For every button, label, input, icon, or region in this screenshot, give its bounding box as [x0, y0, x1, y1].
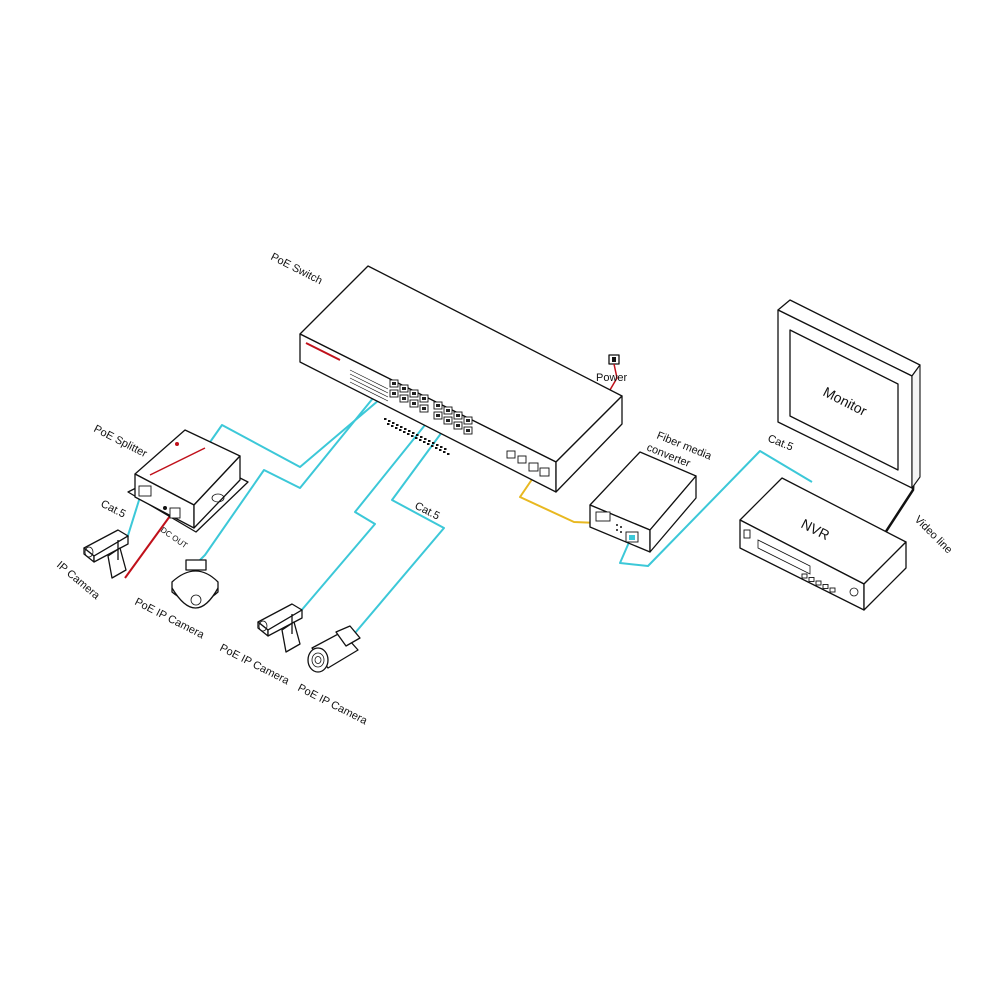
switch-port-jack [412, 402, 416, 405]
cat5-label-left: Cat.5 [99, 498, 128, 521]
poe-splitter-label: PoE Splitter [92, 423, 150, 460]
switch-port-jack [402, 397, 406, 400]
nvr-buttons [801, 573, 836, 593]
nvr-front-button [801, 573, 808, 579]
switch-port-jack [422, 397, 426, 400]
led-dot [387, 423, 390, 425]
switch-port-jack [422, 407, 426, 410]
nvr-front-button [822, 584, 829, 589]
led-dot [416, 434, 419, 436]
led-dot [403, 431, 406, 433]
led-indicator-row [384, 418, 450, 455]
dome-camera-icon [171, 559, 219, 609]
led-dot [399, 429, 402, 431]
switch-port-jack [412, 392, 416, 395]
led-dot [400, 426, 403, 428]
switch-port-jack [446, 409, 450, 412]
cat5-cable-bullet-camera [354, 431, 445, 634]
led-dot [420, 436, 423, 438]
cat5-label-right: Cat.5 [766, 433, 795, 454]
switch-ports [389, 379, 473, 435]
fiber-cable [519, 471, 599, 524]
led-dot [428, 440, 431, 442]
dc-power-cable [124, 515, 171, 579]
led-dot [443, 451, 446, 453]
nvr-front-button [829, 587, 836, 593]
led-dot [408, 430, 411, 432]
cat5-cable-splitter [207, 393, 387, 468]
switch-port-jack [456, 424, 460, 427]
cables-layer [124, 391, 919, 634]
led-dot [395, 427, 398, 429]
switch-port-jack [436, 414, 440, 417]
led-dot [412, 432, 415, 434]
splitter-device-icon [127, 429, 249, 533]
switch-port-jack [392, 382, 396, 385]
media-converter-icon [589, 451, 697, 553]
led-dot [419, 439, 422, 441]
led-dot [444, 448, 447, 450]
nvr-device-icon [739, 477, 907, 611]
led-dot [392, 422, 395, 424]
switch-port-jack [446, 419, 450, 422]
cat5-cable-dome-camera [197, 391, 379, 563]
switch-device-icon [299, 265, 623, 493]
switch-port-jack [392, 392, 396, 395]
switch-port-jack [466, 429, 470, 432]
poe-switch-label: PoE Switch [269, 251, 325, 287]
led-dot [384, 418, 387, 420]
led-dot [388, 420, 391, 422]
led-dot [432, 442, 435, 444]
led-dot [431, 445, 434, 447]
cat5-cable-box-camera [299, 424, 426, 613]
power-label: Power [596, 372, 628, 384]
switch-port-jack [466, 419, 470, 422]
led-dot [424, 438, 427, 440]
switch-port-jack [402, 387, 406, 390]
monitor-icon [777, 299, 921, 489]
led-dot [404, 428, 407, 430]
led-dot [411, 435, 414, 437]
led-dot [407, 433, 410, 435]
led-dot [427, 443, 430, 445]
poe-ip-camera-label-3: PoE IP Camera [296, 682, 370, 728]
switch-port-jack [456, 414, 460, 417]
led-dot [423, 441, 426, 443]
led-dot [440, 446, 443, 448]
cat5-cable-nvr [619, 450, 813, 567]
led-dot [391, 425, 394, 427]
dc-out-label: DC OUT [159, 525, 189, 550]
led-dot [415, 437, 418, 439]
nvr-front-button [815, 580, 822, 586]
led-dot [447, 453, 450, 455]
led-dot [439, 449, 442, 451]
box-camera-icon-2 [257, 603, 303, 653]
led-dot [435, 447, 438, 449]
box-camera-icon [83, 529, 129, 579]
nvr-front-button [808, 577, 815, 582]
bullet-camera-icon [307, 625, 361, 673]
led-dot [436, 444, 439, 446]
video-line-label: Video line [912, 514, 955, 557]
ip-camera-label: IP Camera [54, 559, 103, 602]
switch-port-jack [436, 404, 440, 407]
led-dot [396, 424, 399, 426]
poe-ip-camera-label-2: PoE IP Camera [218, 642, 292, 688]
